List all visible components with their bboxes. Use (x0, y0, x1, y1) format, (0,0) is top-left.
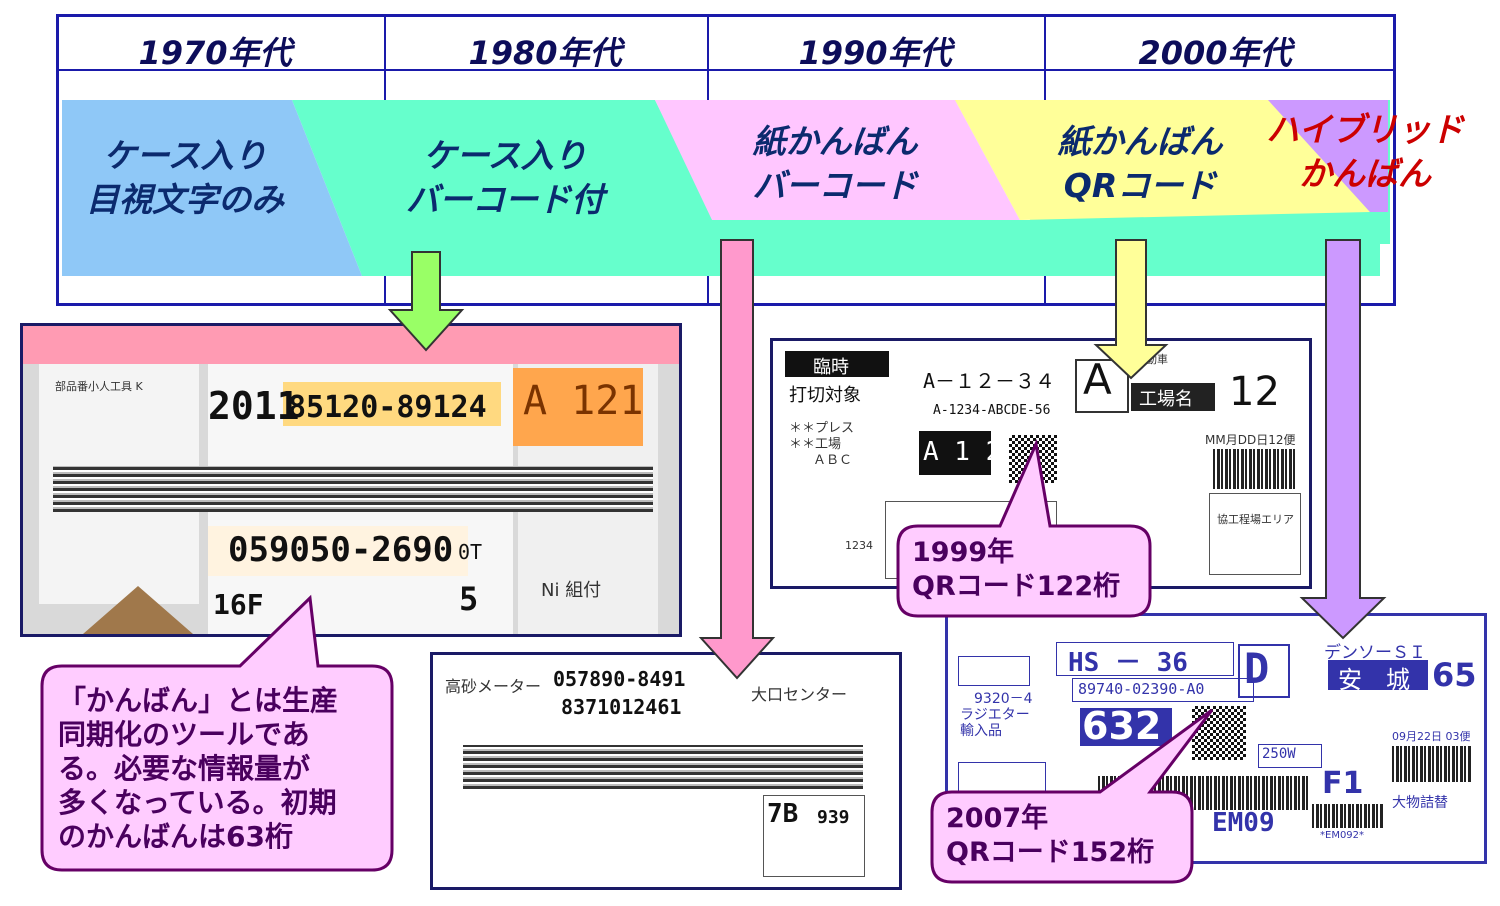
barcode (1213, 449, 1297, 489)
location-code: A－１２－３４ (923, 365, 1055, 394)
part-number-2: 8371012461 (561, 695, 681, 719)
era-line: バーコード (720, 164, 950, 208)
era-line: ケース入り (60, 134, 310, 178)
delivery-date: 09月22日 03便 (1392, 728, 1471, 744)
left-box (958, 656, 1030, 686)
area-label: 協工程場エリア (1217, 511, 1294, 527)
card-top-strip (23, 326, 679, 364)
callout-line: る。必要な情報量が (58, 752, 388, 786)
item-type: 輸入品 (960, 720, 1002, 740)
wattage: 250W (1262, 746, 1296, 762)
barcode-strip (53, 466, 653, 512)
callout-line: 同期化のツールであ (58, 718, 388, 752)
delivery-date: MM月DD日12便 (1205, 431, 1295, 448)
part-number: 89740-02390-A0 (1078, 680, 1204, 698)
part-number-1: 2011 (208, 384, 300, 428)
hs-code: HS － 36 (1068, 642, 1188, 679)
callout-line: 2007年 (946, 802, 1186, 836)
callout-main: 「かんばん」とは生産 同期化のツールであ る。必要な情報量が 多くなっている。初… (58, 684, 388, 854)
era-line: ケース入り (375, 134, 635, 178)
city-name: 安 城 (1338, 660, 1410, 695)
em-code-small: *EM092* (1320, 830, 1364, 841)
part-suffix: 0T (458, 540, 482, 564)
era-label-1980: ケース入り バーコード付 (375, 134, 635, 222)
era-line: 紙かんばん (720, 120, 950, 164)
gate-number: 65 (1432, 656, 1477, 694)
callout-line: 「かんばん」とは生産 (58, 684, 388, 718)
callout-line: のかんばんは63桁 (58, 820, 388, 854)
callout-line: QRコード122桁 (912, 570, 1152, 604)
era-line: かんばん (1255, 152, 1475, 196)
era-line: バーコード付 (375, 178, 635, 222)
quantity: 5 (459, 580, 478, 618)
em-code: EM09 (1212, 808, 1275, 838)
part-number-2: 85120-89124 (288, 390, 487, 425)
assembly-note: Ni 組付 (541, 576, 601, 602)
floor-code: F1 (1322, 766, 1363, 801)
era-line: 紙かんばん (1020, 120, 1260, 164)
era-label-1970: ケース入り 目視文字のみ (60, 134, 310, 222)
mark-a12: A 1 2 (923, 437, 1001, 467)
maker-name: 部品番小人工具 K (55, 378, 143, 394)
kanban-case-photo: 部品番小人工具 K 2011 85120-89124 A 121 059050-… (20, 323, 682, 637)
qr-code (1009, 435, 1057, 483)
era-line: QRコード (1020, 164, 1260, 208)
era-label-2000: 紙かんばん QRコード (1020, 120, 1260, 208)
destination: 大口センター (751, 681, 847, 705)
barcode (1312, 804, 1384, 828)
era-line: 目視文字のみ (60, 178, 310, 222)
qr-code (1192, 706, 1246, 760)
car-label: 自動車 (1135, 351, 1168, 367)
callout-2007: 2007年 QRコード152桁 (946, 802, 1186, 870)
triangle-marker (83, 586, 193, 634)
part-number-1: 057890-8491 (553, 667, 685, 691)
callout-line: 多くなっている。初期 (58, 786, 388, 820)
era-line: ハイブリッド (1255, 108, 1475, 152)
callout-line: 1999年 (912, 536, 1152, 570)
factory-name: 工場名 (1139, 385, 1193, 411)
barcode (1392, 746, 1472, 782)
bulk-label: 大物詰替 (1392, 792, 1448, 812)
callout-line: QRコード152桁 (946, 836, 1186, 870)
info-line: ＡＢＣ (813, 449, 852, 468)
part-code: A-1234-ABCDE-56 (933, 403, 1050, 418)
kanban-paper-barcode: 高砂メーター 057890-8491 8371012461 大口センター 7B … (430, 652, 902, 890)
code-7b: 7B (767, 799, 798, 829)
callout-1999: 1999年 QRコード122桁 (912, 536, 1152, 604)
tag-uchikiri: 打切対象 (789, 381, 861, 407)
barcode-strip (463, 745, 863, 789)
tag-rinji-text: 臨時 (813, 353, 849, 379)
code-939: 939 (817, 807, 850, 828)
delivery-number: 12 (1229, 369, 1280, 415)
big-letter: A (1083, 355, 1112, 404)
model-code: 16F (213, 588, 264, 621)
maker-name: 高砂メーター (445, 673, 541, 697)
kanban-code: A 121 (523, 378, 643, 424)
part-number-3: 059050-2690 (228, 530, 453, 570)
big-number: 632 (1082, 704, 1161, 748)
era-label-hybrid: ハイブリッド かんばん (1255, 108, 1475, 196)
area-box (1209, 493, 1301, 575)
era-label-1990: 紙かんばん バーコード (720, 120, 950, 208)
kanban-number: 1234 (845, 539, 873, 552)
